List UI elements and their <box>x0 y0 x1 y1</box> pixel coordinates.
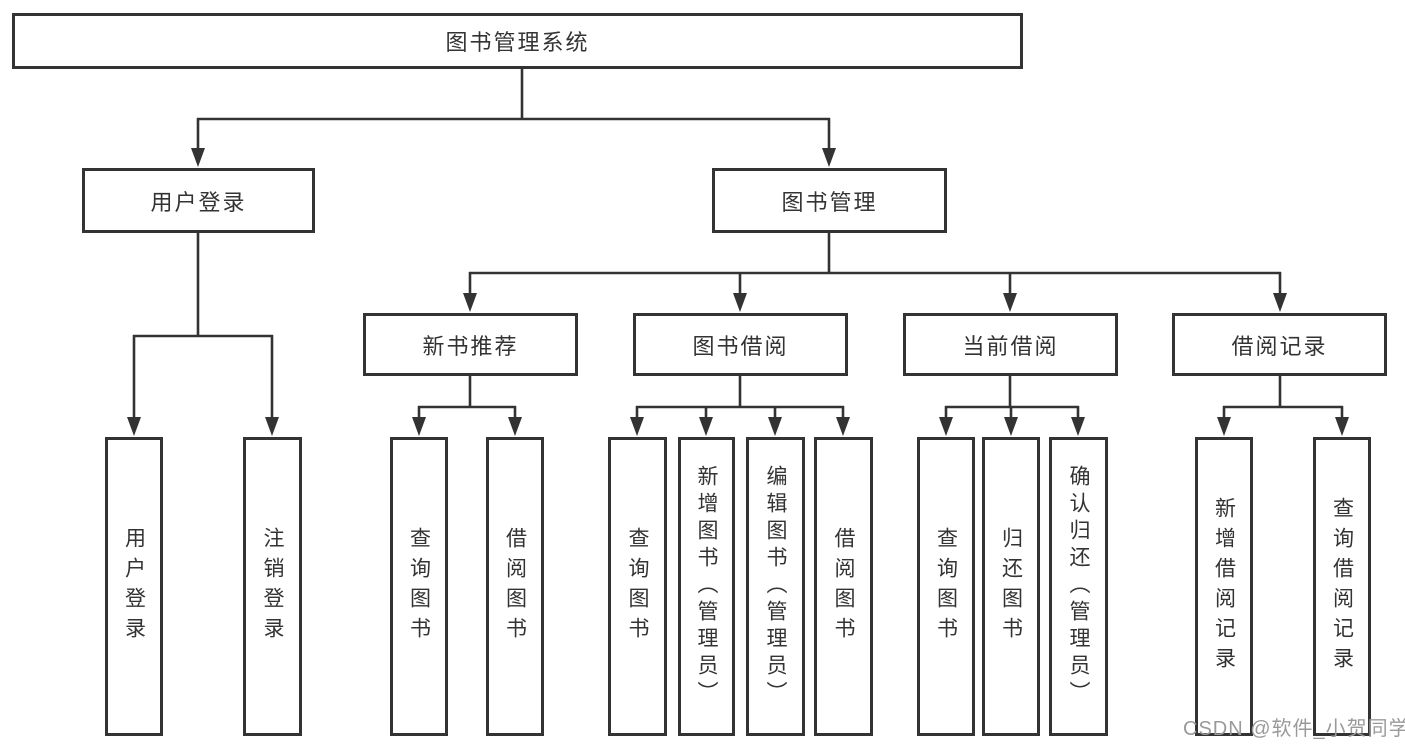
leaf-query-books-recommend: 查询图书 <box>390 437 448 736</box>
leaf-add-books-admin: 新增图书（管理员） <box>678 437 735 736</box>
connector-borrow-records-children <box>1217 375 1349 436</box>
connector-user-login-children <box>127 233 279 436</box>
connector-book-management-children <box>463 233 1287 312</box>
node-book-borrow: 图书借阅 <box>633 313 848 376</box>
connector-book-borrow-children <box>630 375 850 436</box>
leaf-add-borrow-record: 新增借阅记录 <box>1195 437 1253 736</box>
connector-new-book-recommend-children <box>412 375 522 436</box>
leaf-logout: 注销登录 <box>243 437 302 736</box>
node-current-borrow: 当前借阅 <box>903 313 1118 376</box>
leaf-user-login: 用户登录 <box>105 437 163 736</box>
leaf-query-borrow-record: 查询借阅记录 <box>1313 437 1371 736</box>
node-new-book-recommend: 新书推荐 <box>363 313 578 376</box>
watermark: CSDN @软件_小贺同学 <box>1183 718 1405 740</box>
leaf-edit-books-admin: 编辑图书（管理员） <box>746 437 805 736</box>
leaf-borrow-books-recommend: 借阅图书 <box>486 437 544 736</box>
connector-root-to-level2 <box>191 69 836 167</box>
leaf-query-books-borrow: 查询图书 <box>608 437 667 736</box>
node-user-login: 用户登录 <box>82 168 315 233</box>
leaf-query-books-current: 查询图书 <box>917 437 975 736</box>
leaf-confirm-return-admin: 确认归还（管理员） <box>1049 437 1108 736</box>
node-root: 图书管理系统 <box>12 13 1023 69</box>
node-book-management: 图书管理 <box>712 168 947 233</box>
connector-current-borrow-children <box>939 375 1085 436</box>
node-borrow-records: 借阅记录 <box>1172 313 1387 376</box>
leaf-borrow-books: 借阅图书 <box>814 437 873 736</box>
leaf-return-books: 归还图书 <box>982 437 1040 736</box>
